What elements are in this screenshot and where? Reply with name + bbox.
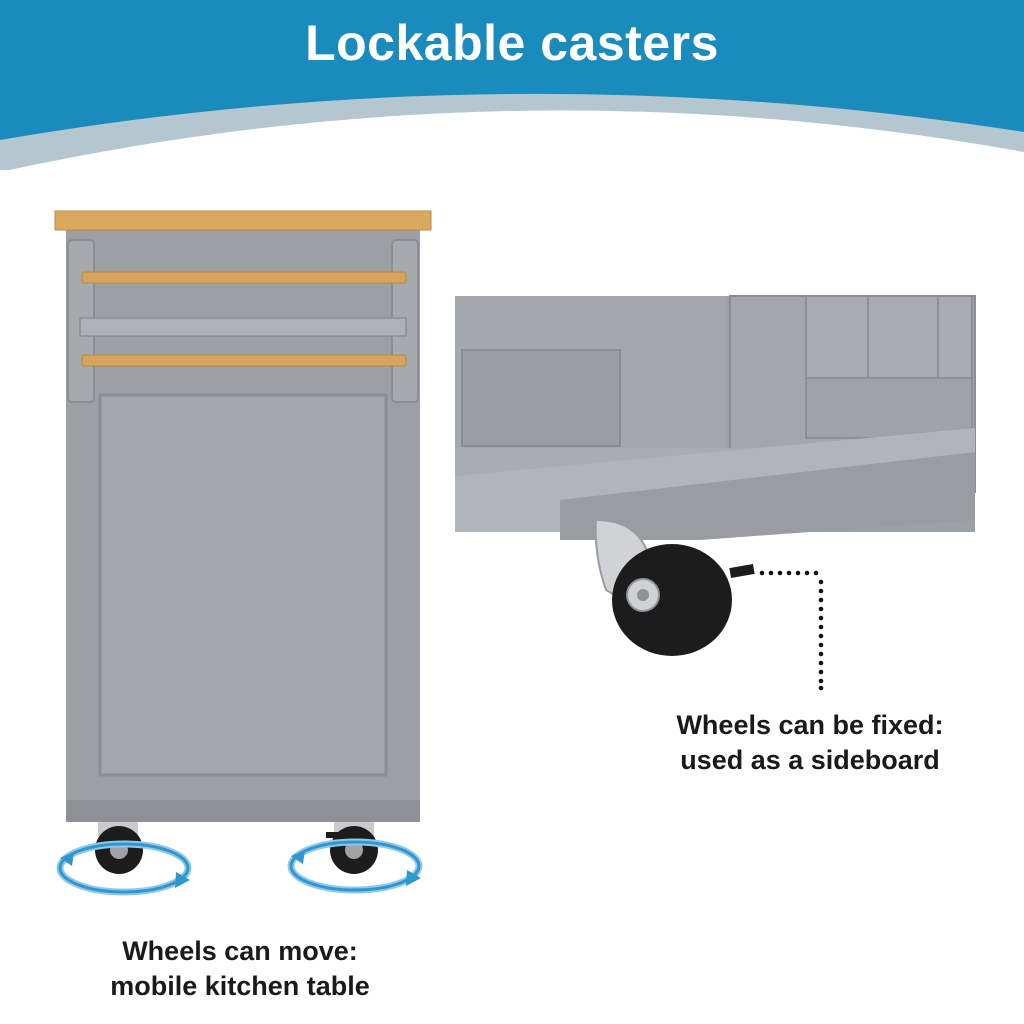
caster-closeup (455, 295, 976, 656)
fixed-wheels-caption: Wheels can be fixed: used as a sideboard (640, 708, 980, 778)
rotation-arrow-icon (287, 838, 423, 894)
move-caption-line1: Wheels can move: (122, 936, 358, 966)
move-caption-line2: mobile kitchen table (110, 971, 370, 1001)
fixed-caption-line1: Wheels can be fixed: (676, 710, 944, 740)
caster-wheel-left (95, 822, 143, 874)
header-wave-shape (0, 0, 1024, 170)
rotation-arrow-icon (56, 840, 192, 896)
page-title: Lockable casters (305, 15, 719, 71)
caster-wheel-right (326, 822, 378, 874)
kitchen-cart-side-view (54, 210, 432, 896)
header-banner: Lockable casters (0, 0, 1024, 170)
dotted-pointer-line (759, 570, 824, 691)
moving-wheels-caption: Wheels can move: mobile kitchen table (60, 934, 420, 1004)
fixed-caption-line2: used as a sideboard (680, 745, 940, 775)
